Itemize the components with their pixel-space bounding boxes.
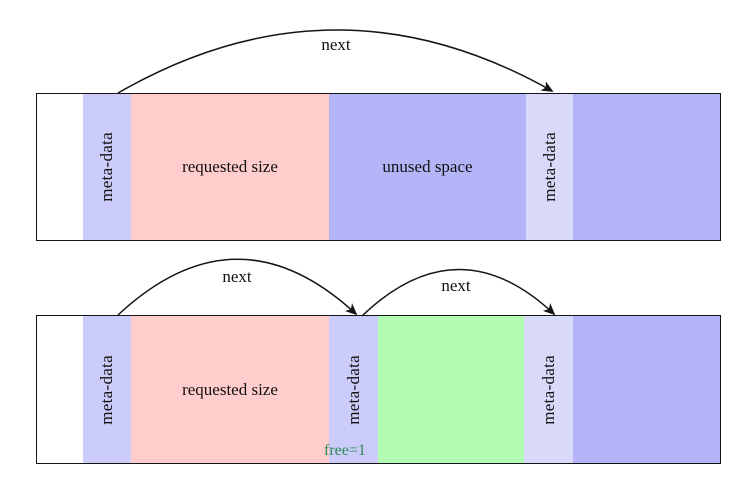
next-chunk-meta-data-cell: meta-data [526,94,573,240]
meta-data-cell: meta-data [83,94,131,240]
chunk-bar-before-split: meta-data requested size unused space me… [36,93,721,241]
requested-size-cell: requested size [131,94,329,240]
next-label: next [441,276,471,295]
next-label: next [222,267,252,286]
meta-data-label: meta-data [343,354,363,425]
requested-size-cell: requested size [131,316,329,463]
requested-size-label: requested size [182,157,278,176]
unused-space-label: unused space [382,157,473,176]
meta-data-label: meta-data [97,354,116,425]
free-block-cell [378,316,524,463]
meta-data-label: meta-data [538,354,558,425]
left-margin-cell [37,94,83,240]
next-chunk-meta-data-cell: meta-data [524,316,573,463]
unused-space-cell: unused space [329,94,526,240]
meta-data-label: meta-data [97,132,116,202]
next-label: next [321,35,351,54]
chunk-bar-after-split: meta-data requested size meta-data meta-… [36,315,721,464]
meta-data-label: meta-data [539,132,559,202]
next-chunk-cell [573,316,720,463]
requested-size-label: requested size [182,379,278,399]
meta-data-cell: meta-data [83,316,131,463]
next-chunk-cell [573,94,720,240]
free-chunk-meta-data-cell: meta-data [329,316,378,463]
free-flag-label: free=1 [324,442,366,459]
left-margin-cell [37,316,83,463]
